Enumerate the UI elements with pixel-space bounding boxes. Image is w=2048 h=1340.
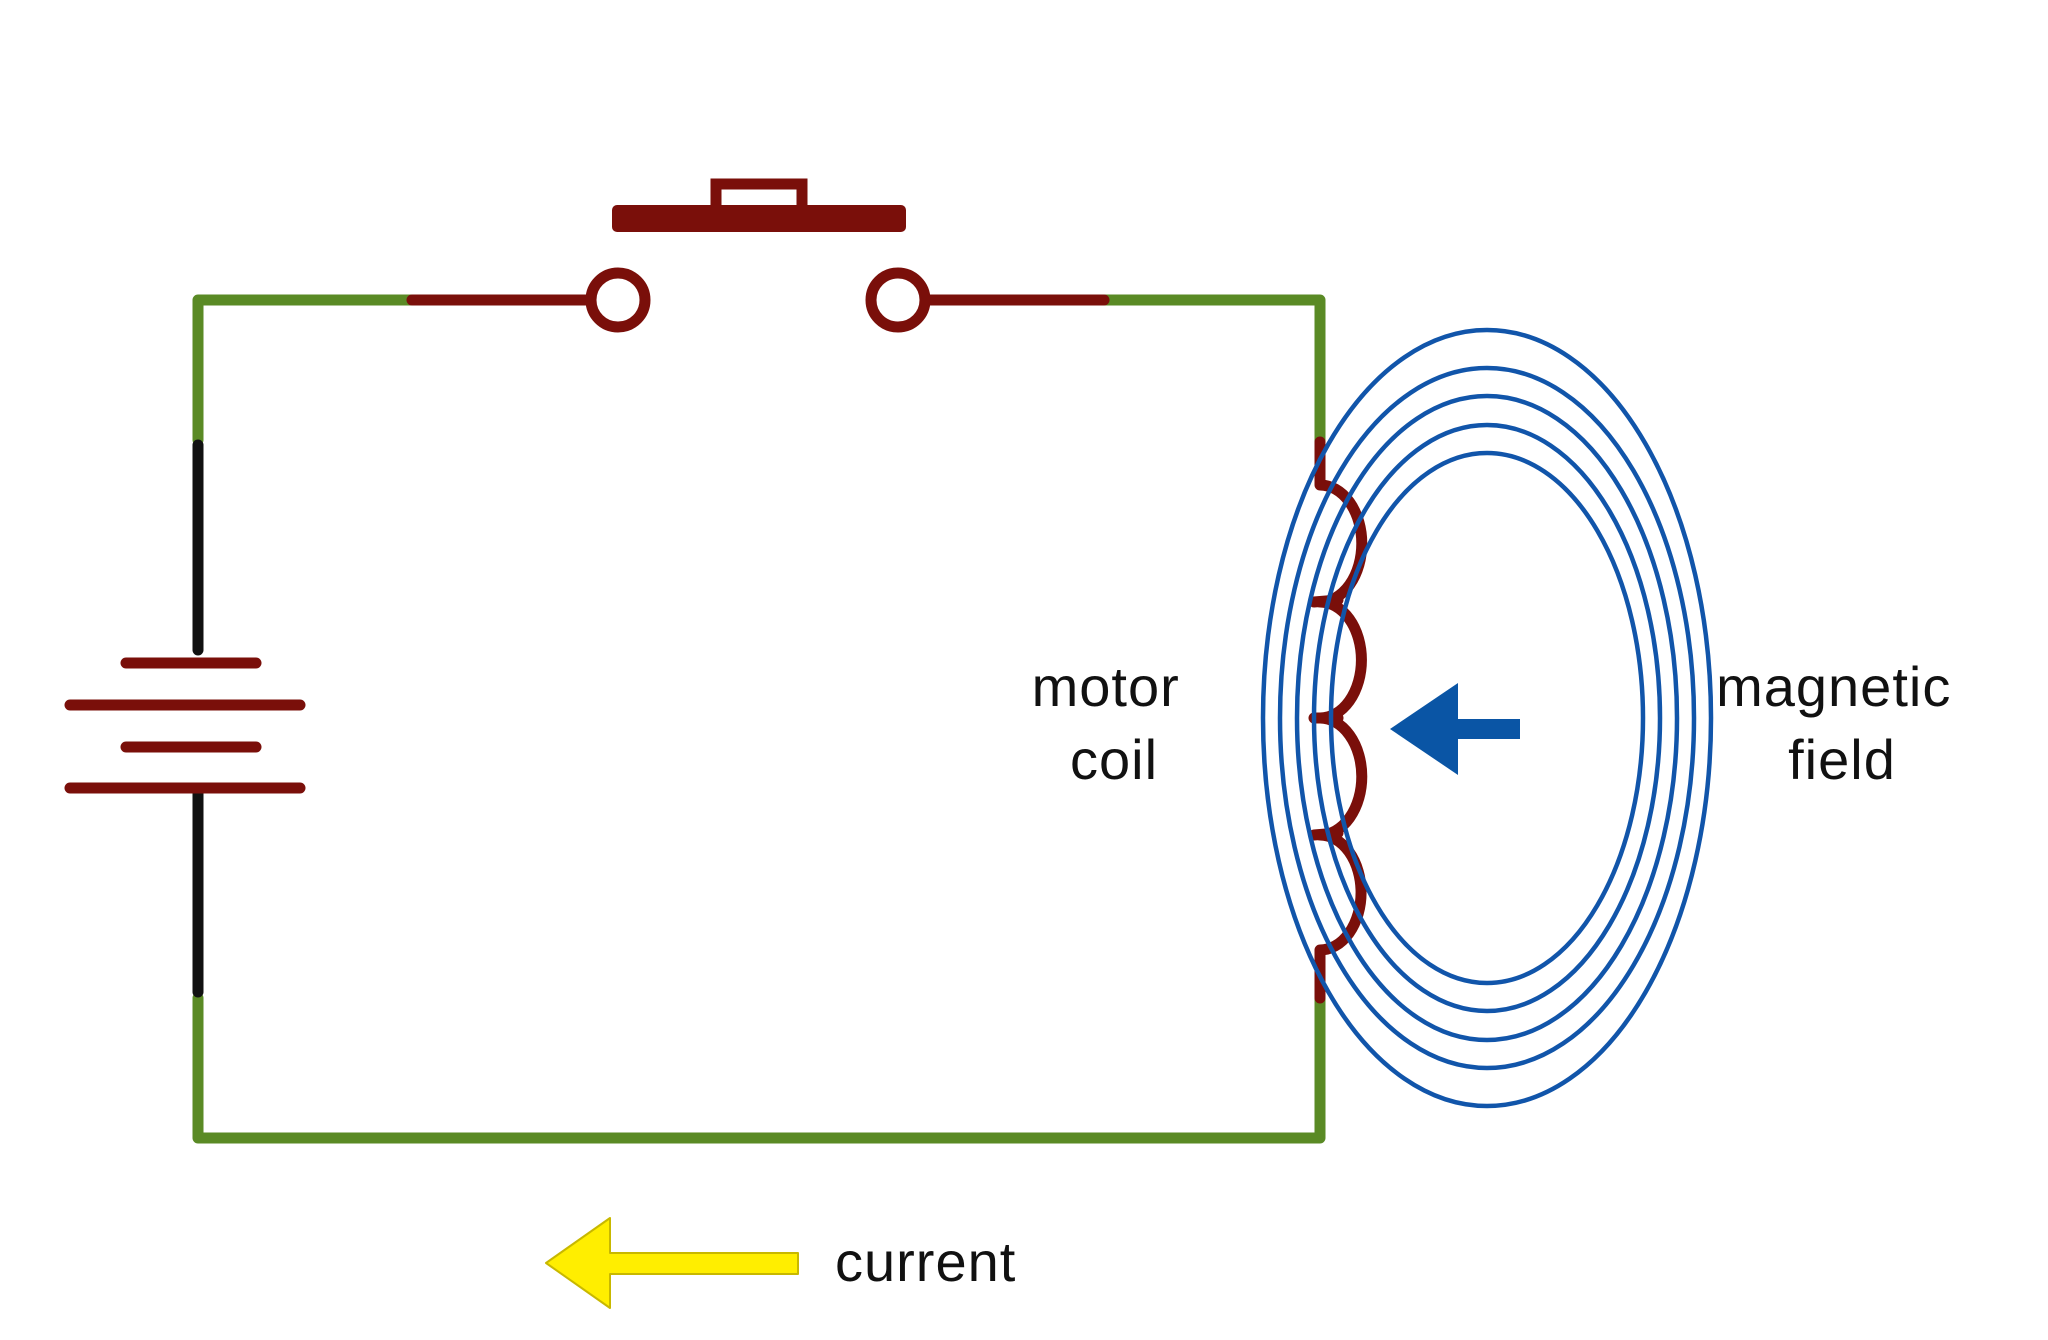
push-button-switch [406, 178, 1110, 333]
current-label: current [835, 1230, 1016, 1293]
coil-tap-1 [1308, 594, 1344, 608]
battery-symbol [64, 657, 306, 794]
magnetic-field-lines [1260, 327, 1714, 1109]
wire-top-right [1098, 294, 1326, 448]
wire-bottom [192, 992, 1326, 1144]
field-ring-4 [1277, 365, 1697, 1071]
switch-contact-left [585, 267, 651, 333]
motor-coil-label-line-2: coil [1070, 728, 1158, 791]
motor-coil-label: motor coil [1032, 655, 1197, 791]
magnetic-field-label-line-2: field [1788, 728, 1896, 791]
field-direction-arrow [1390, 683, 1520, 775]
current-direction-arrow [545, 1217, 799, 1309]
wires [192, 294, 1326, 1144]
field-ring-1 [1328, 450, 1646, 986]
switch-contact-right [865, 267, 931, 333]
motor-coil-label-line-1: motor [1032, 655, 1180, 718]
field-ring-3 [1294, 393, 1680, 1043]
magnetic-field-label: magnetic field [1716, 655, 1968, 791]
magnetic-field-label-line-1: magnetic [1716, 655, 1951, 718]
switch-button-cap [710, 178, 808, 226]
field-ring-2 [1311, 422, 1663, 1014]
switch-actuator-bar [612, 205, 906, 232]
field-ring-5 [1260, 327, 1714, 1109]
wire-top-left [192, 294, 418, 446]
